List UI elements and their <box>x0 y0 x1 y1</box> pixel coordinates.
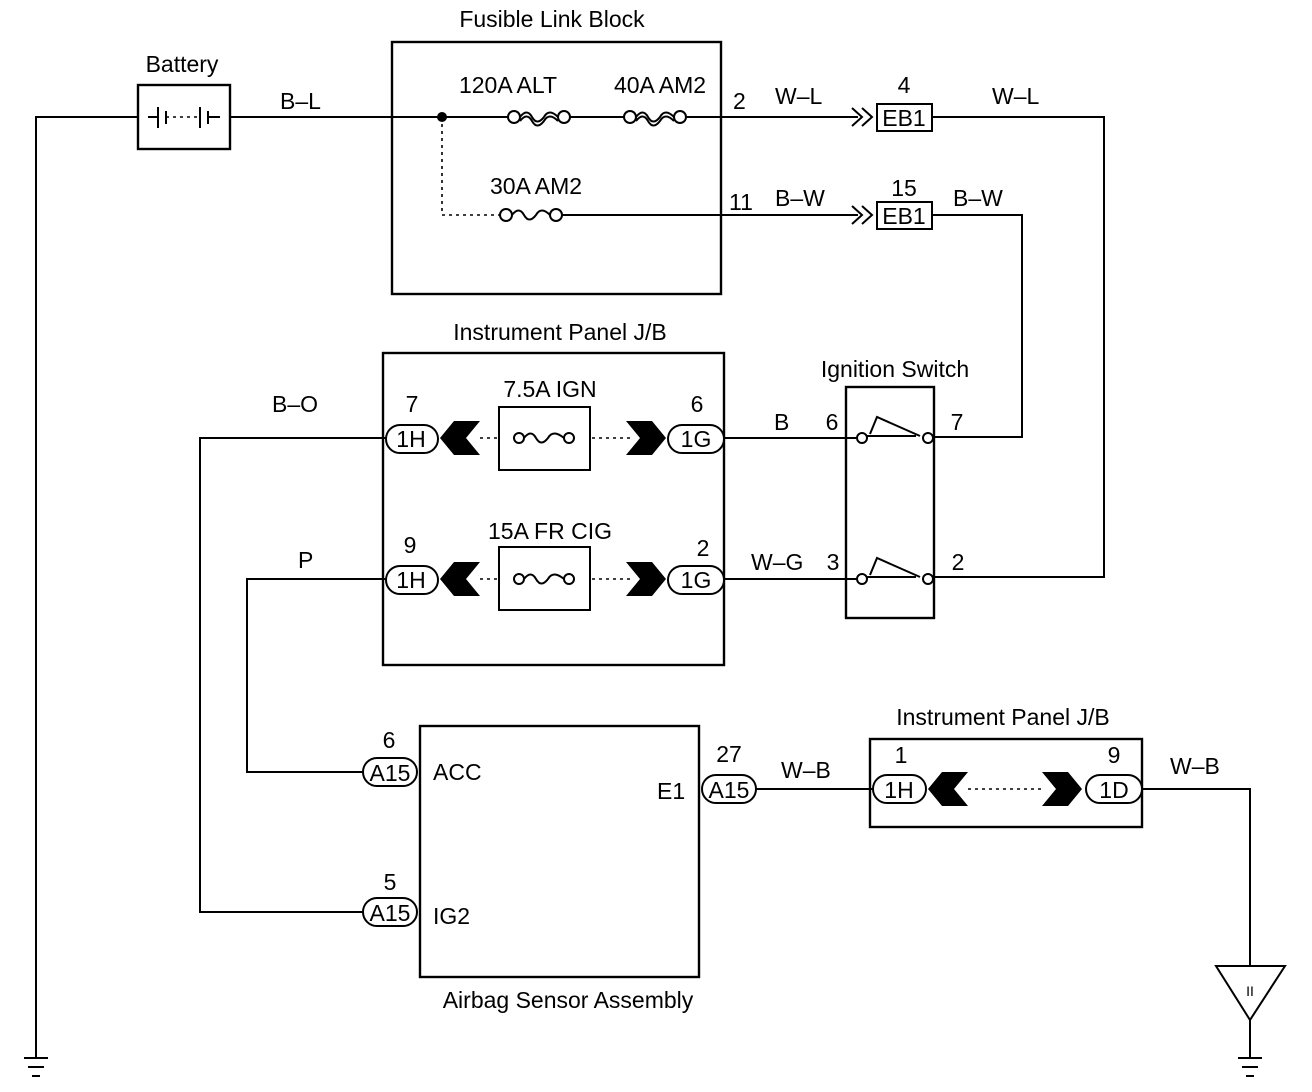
instrument-panel-jb-lower <box>868 737 1144 829</box>
pin-a15-27: 27 <box>716 741 742 767</box>
pin-switch-7: 7 <box>951 409 964 435</box>
connector-a15-acc-label: A15 <box>370 760 411 786</box>
connector-eb1-top-label: EB1 <box>882 105 925 131</box>
pin-1g-2: 2 <box>697 535 710 561</box>
wire-b-w-2 <box>932 214 1023 438</box>
ground-symbol-right <box>1238 1057 1262 1077</box>
pin-jb-1: 1 <box>895 742 908 768</box>
ground-symbol-left <box>24 1057 48 1077</box>
chevron-1h-ign <box>440 421 480 455</box>
connector-1h-frcig-label: 1H <box>396 567 425 593</box>
wire-label-w-l-2: W–L <box>992 83 1040 109</box>
connector-1h-jb-label: 1H <box>884 777 913 803</box>
connector-1g-frcig-label: 1G <box>681 567 712 593</box>
wire-b-o <box>199 437 386 913</box>
airbag-sensor-assembly-label: Airbag Sensor Assembly <box>443 987 694 1013</box>
eb1-arrow-top <box>851 107 874 127</box>
pin-flb-2: 2 <box>733 88 746 114</box>
pin-a15-5: 5 <box>384 869 397 895</box>
ground-point-triangle <box>1214 965 1287 1022</box>
wire-label-w-l-1: W–L <box>775 83 823 109</box>
pin-flb-11: 11 <box>729 189 753 215</box>
fuse-15a-frcig-symbol <box>513 573 575 585</box>
wire-label-b: B <box>774 409 789 435</box>
wire-w-b-2 <box>1142 788 1251 966</box>
battery-label: Battery <box>146 51 219 77</box>
terminal-e1: E1 <box>657 778 685 804</box>
terminal-acc: ACC <box>433 759 482 785</box>
fuse-120a-alt-label: 120A ALT <box>459 72 557 98</box>
battery-symbol <box>136 83 232 151</box>
terminal-ig2: IG2 <box>433 903 470 929</box>
wire-label-w-b-1: W–B <box>781 757 831 783</box>
instrument-panel-jb-upper-label: Instrument Panel J/B <box>453 319 667 345</box>
connector-eb1-bottom-label: EB1 <box>882 203 925 229</box>
ignition-switch-contact-upper <box>856 415 934 444</box>
fuse-7-5a-ign-box <box>498 406 591 471</box>
pin-switch-3: 3 <box>827 549 840 575</box>
pin-switch-6: 6 <box>826 409 839 435</box>
connector-a15-e1-label: A15 <box>709 777 750 803</box>
ignition-switch <box>844 385 936 620</box>
wire-label-b-w-2: B–W <box>953 185 1003 211</box>
wire-w-l-2 <box>932 116 1105 578</box>
fuse-120a-alt-symbol <box>507 110 571 127</box>
fuse-7-5a-ign-symbol <box>513 432 575 444</box>
pin-eb1-15: 15 <box>891 175 917 201</box>
battery-ground-wire <box>35 116 138 1058</box>
fusible-link-block-label: Fusible Link Block <box>459 6 645 32</box>
connector-a15-ig2 <box>362 897 418 927</box>
chevron-1g-ign <box>626 421 666 455</box>
pin-eb1-4: 4 <box>898 72 911 98</box>
connector-a15-acc <box>362 757 418 787</box>
connector-1h-ign-label: 1H <box>396 426 425 452</box>
wire-label-p: P <box>298 547 313 573</box>
instrument-panel-jb-lower-label: Instrument Panel J/B <box>896 704 1110 730</box>
ignition-switch-contact-lower <box>856 556 934 585</box>
chevron-1g-frcig <box>626 562 666 596</box>
dashed-branch <box>441 117 500 216</box>
connector-eb1-bottom <box>876 201 933 230</box>
chevron-1h-jb <box>928 772 968 806</box>
pin-switch-2: 2 <box>952 549 965 575</box>
connector-1d-jb-label: 1D <box>1099 777 1128 803</box>
ground-point-mark: II <box>1246 983 1254 999</box>
fuse-7-5a-ign-label: 7.5A IGN <box>503 376 596 402</box>
pin-1g-6: 6 <box>691 391 704 417</box>
wire-label-w-b-2: W–B <box>1170 753 1220 779</box>
fuse-30a-am2-label: 30A AM2 <box>490 173 582 199</box>
pin-jb-9: 9 <box>1108 742 1121 768</box>
fuse-15a-frcig-label: 15A FR CIG <box>488 518 612 544</box>
fuse-30a-am2-symbol <box>499 208 563 222</box>
wire-label-w-g: W–G <box>751 549 803 575</box>
connector-a15-ig2-label: A15 <box>370 900 411 926</box>
fuse-40a-am2-symbol <box>623 110 687 127</box>
instrument-panel-jb-upper <box>381 351 726 667</box>
wire-label-b-l: B–L <box>280 88 321 114</box>
connector-1h-jb <box>872 774 927 804</box>
connector-1g-ign-label: 1G <box>681 426 712 452</box>
wire-label-b-w-1: B–W <box>775 185 825 211</box>
eb1-arrow-bottom <box>851 205 874 225</box>
chevron-1h-frcig <box>440 562 480 596</box>
chevron-1d-jb <box>1042 772 1082 806</box>
pin-1h-9: 9 <box>404 532 417 558</box>
fuse-40a-am2-label: 40A AM2 <box>614 72 706 98</box>
pin-a15-6: 6 <box>383 727 396 753</box>
wire-p <box>246 578 386 773</box>
fusible-link-block <box>390 40 723 296</box>
fuse-15a-frcig-box <box>498 546 591 611</box>
airbag-sensor-assembly <box>418 724 701 979</box>
ignition-switch-label: Ignition Switch <box>821 356 969 382</box>
pin-1h-7: 7 <box>406 391 419 417</box>
wire-label-b-o: B–O <box>272 391 318 417</box>
